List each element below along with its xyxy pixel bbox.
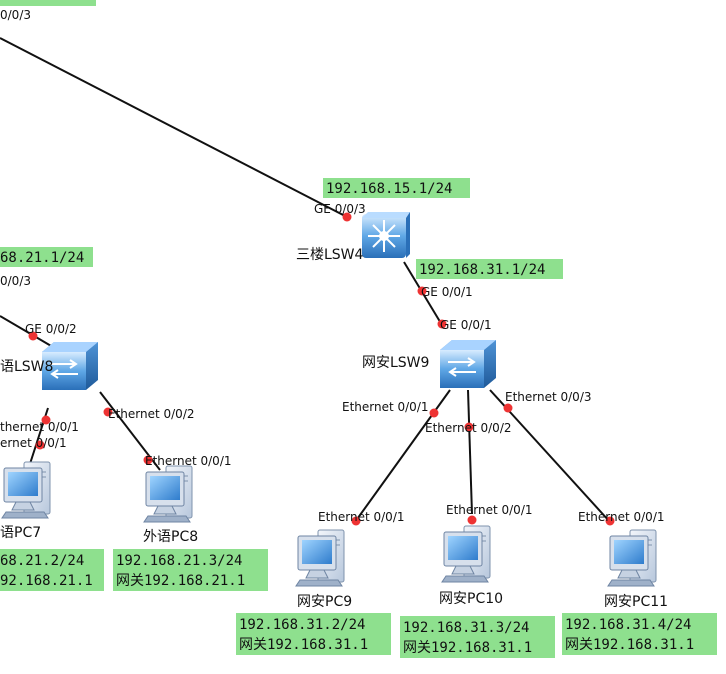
link-top-lsw4 [0, 37, 348, 218]
pc-icon [295, 529, 345, 587]
port-dot [41, 415, 51, 425]
pc9[interactable]: 网安PC9 [295, 529, 352, 610]
lsw9-gw-label: 192.168.31.1/24 [419, 262, 545, 278]
lsw9-label: 网安LSW9 [362, 355, 429, 371]
switch-lsw8[interactable]: 语LSW8 [0, 341, 99, 391]
pc8-label: 外语PC8 [143, 529, 198, 545]
pc7-ip-label: 68.21.2/24 [0, 553, 84, 569]
lsw8-label: 语LSW8 [0, 359, 53, 375]
core-switch-icon [361, 211, 411, 259]
pc9-label: 网安PC9 [297, 594, 352, 610]
port-label: Ethernet 0/0/1 [145, 454, 232, 468]
port-dot [503, 403, 513, 413]
pc10[interactable]: 网安PC10 [439, 525, 503, 607]
pc-icon [1, 461, 51, 519]
port-label: GE 0/0/1 [421, 285, 473, 299]
pc7-label: 语PC7 [0, 525, 41, 541]
pc11-address-box [562, 613, 717, 655]
pc-icon [441, 525, 491, 583]
pc11-gw-label: 网关192.168.31.1 [565, 637, 694, 653]
port-label: Ethernet 0/0/2 [108, 407, 195, 421]
port-label: GE 0/0/2 [25, 322, 77, 336]
port-dot [437, 319, 447, 329]
lsw9-gw-box [416, 259, 563, 279]
port-dot [143, 455, 153, 465]
pc-icon [607, 529, 657, 587]
port-dot [417, 286, 427, 296]
port-dot [35, 440, 45, 450]
pc11-ip-label: 192.168.31.4/24 [565, 617, 691, 633]
port-dot [342, 212, 352, 222]
port-dots [28, 212, 615, 526]
pc10-gw-label: 网关192.168.31.1 [403, 640, 532, 656]
port-label: Ethernet 0/0/1 [578, 510, 665, 524]
port-dot [351, 516, 361, 526]
port-dot [28, 331, 38, 341]
lsw4-ip-box [323, 178, 470, 198]
pc7[interactable]: 语PC7 [0, 461, 51, 541]
lsw8-gw-label: 68.21.1/24 [0, 250, 84, 266]
pc9-gw-label: 网关192.168.31.1 [239, 637, 368, 653]
pc7-gw-label: 92.168.21.1 [0, 573, 93, 589]
pc10-address-box [400, 616, 555, 658]
pc9-address-box [236, 613, 391, 655]
port-label: Ethernet 0/0/1 [342, 400, 429, 414]
address-labels: 192.168.15.1/24 192.168.31.1/24 68.21.1/… [0, 0, 717, 658]
port-label: Ethernet 0/0/3 [505, 390, 592, 404]
pc8[interactable]: 外语PC8 [143, 465, 198, 545]
lsw8-gw-box [0, 247, 93, 267]
port-label: Ethernet 0/0/2 [425, 421, 512, 435]
pc11-label: 网安PC11 [604, 594, 668, 610]
port-labels: 0/0/3 GE 0/0/3 GE 0/0/1 GE 0/0/1 0/0/3 G… [0, 8, 665, 524]
port-label: GE 0/0/3 [314, 202, 366, 216]
port-dot [464, 422, 474, 432]
pc10-ip-label: 192.168.31.3/24 [403, 620, 529, 636]
switch-lsw4[interactable]: 三楼LSW4 [296, 211, 411, 263]
port-label: ernet 0/0/1 [0, 436, 67, 450]
pc8-gw-label: 网关192.168.21.1 [116, 573, 245, 589]
pc7-address-box [0, 549, 104, 591]
switch-icon [439, 339, 497, 389]
pc9-ip-label: 192.168.31.2/24 [239, 617, 365, 633]
port-label: 0/0/3 [0, 8, 31, 22]
port-label: GE 0/0/1 [440, 318, 492, 332]
links [0, 37, 611, 523]
pc11[interactable]: 网安PC11 [604, 529, 668, 610]
port-label: Ethernet 0/0/1 [446, 503, 533, 517]
pc10-label: 网安PC10 [439, 591, 503, 607]
port-label: thernet 0/0/1 [0, 420, 79, 434]
port-dot [429, 408, 439, 418]
pc-icon [143, 465, 193, 523]
port-dot [605, 516, 615, 526]
port-label: Ethernet 0/0/1 [318, 510, 405, 524]
link-left-lsw8 [0, 315, 59, 351]
pc8-ip-label: 192.168.21.3/24 [116, 553, 242, 569]
top-address-box-fragment [0, 0, 96, 6]
link-lsw9-pc10 [467, 389, 473, 515]
pc8-address-box [113, 549, 268, 591]
port-label: 0/0/3 [0, 274, 31, 288]
port-dot [467, 515, 477, 525]
switch-lsw9[interactable]: 网安LSW9 [362, 339, 497, 389]
lsw4-ip-label: 192.168.15.1/24 [326, 181, 452, 197]
port-dot [103, 407, 113, 417]
lsw4-label: 三楼LSW4 [296, 247, 364, 263]
